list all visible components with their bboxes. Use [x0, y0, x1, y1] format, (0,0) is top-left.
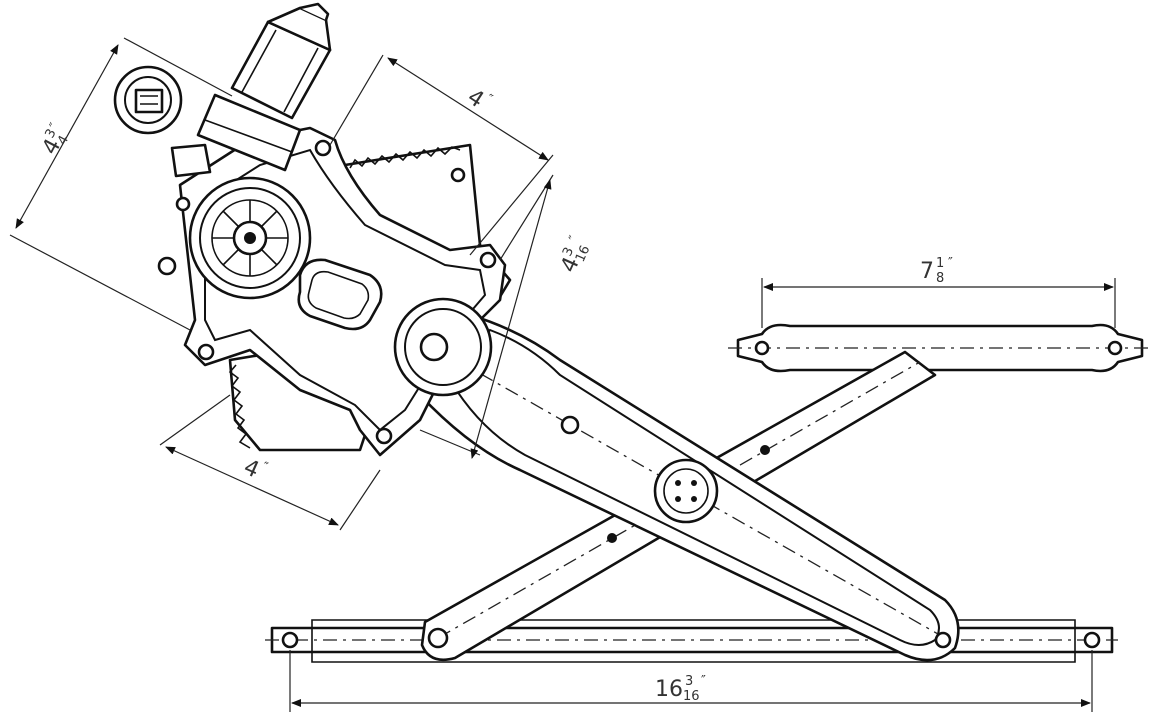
- lower-rail: [265, 619, 1118, 663]
- upper-rail: [728, 323, 1150, 373]
- motor-gearbox: [188, 176, 312, 300]
- upper-rail-left-hole: [754, 340, 770, 356]
- lower-rail-whole: 16: [655, 677, 683, 702]
- sector-bottom-whole: 4: [240, 455, 263, 484]
- dimension-upper-rail: 7 1 8 ″: [761, 256, 1116, 328]
- motor-height-mark: ″: [47, 121, 63, 132]
- sector-bottom-mark: ″: [259, 460, 270, 476]
- lower-rail-den: 16: [683, 689, 700, 704]
- gear-spokes: [212, 200, 288, 276]
- lower-rail-right-hole: [1083, 631, 1101, 649]
- sector-side-den: 16: [573, 243, 593, 264]
- electric-motor: [113, 2, 332, 178]
- upper-rail-den: 8: [936, 271, 944, 286]
- upper-rail-whole: 7: [920, 259, 934, 284]
- upper-rail-mark: ″: [948, 256, 953, 271]
- upper-rail-right-hole: [1107, 340, 1123, 356]
- upper-rail-num: 1: [936, 256, 944, 271]
- sector-top-whole: 4: [463, 85, 488, 114]
- lower-rail-mark: ″: [701, 674, 706, 689]
- lower-rail-left-hole: [281, 631, 299, 649]
- lower-rail-num: 3: [685, 674, 693, 689]
- sector-side-mark: ″: [567, 234, 583, 245]
- dimension-lower-rail: 16 3 16 ″: [289, 650, 1093, 712]
